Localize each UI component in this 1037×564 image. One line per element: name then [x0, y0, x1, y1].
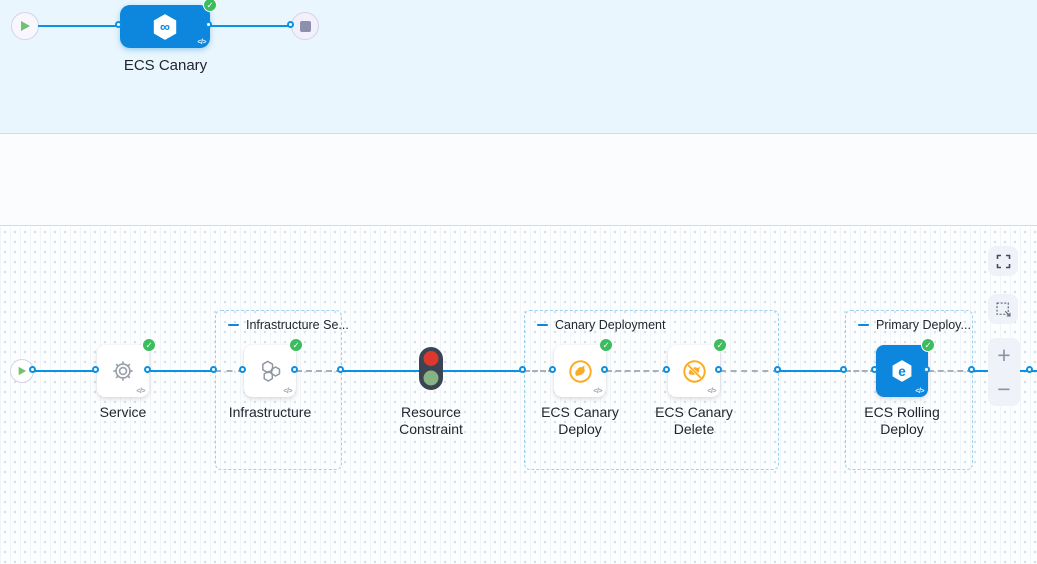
marquee-select-button[interactable] — [988, 294, 1018, 324]
node-label: Service — [99, 404, 147, 420]
code-icon: </> — [136, 388, 145, 395]
group-header-canary-deployment[interactable]: Canary Deployment — [537, 318, 665, 332]
group-canary-deployment: Canary Deployment — [524, 310, 779, 470]
gear-icon — [113, 361, 133, 381]
canary-bird-slash-icon — [682, 359, 706, 383]
code-icon: </> — [283, 388, 292, 395]
fullscreen-button[interactable] — [988, 246, 1018, 276]
success-check-icon: ✓ — [289, 338, 303, 352]
node-ecs-rolling-deploy[interactable]: e ✓ </> — [876, 338, 935, 397]
edge-connector — [290, 366, 298, 373]
success-check-icon: ✓ — [203, 0, 217, 12]
svg-text:∞: ∞ — [160, 18, 170, 34]
edge-connector — [143, 366, 151, 373]
group-label: Canary Deployment — [555, 318, 666, 332]
group-primary-deployment: Primary Deploy... — [845, 310, 973, 470]
zoom-in-button[interactable]: + — [997, 341, 1011, 368]
pipeline-start-node[interactable] — [11, 12, 39, 40]
success-check-icon: ✓ — [142, 338, 156, 352]
canary-bird-icon — [568, 359, 592, 383]
collapse-icon[interactable] — [537, 324, 548, 326]
collapse-icon[interactable] — [858, 324, 869, 326]
edge-connector — [922, 366, 930, 373]
edge-connector — [1026, 366, 1033, 373]
edge-connector — [870, 366, 878, 373]
edge-line — [779, 370, 845, 372]
node-label: ECS Rolling Deploy — [864, 404, 940, 437]
stage-node-ecs-canary[interactable]: ∞ ✓ </> — [120, 0, 217, 48]
edge-line-dashed — [720, 370, 779, 372]
execution-graph-strip: ∞ ✓ </> ECS Canary — [0, 0, 1037, 134]
play-icon — [18, 366, 27, 376]
edge-connector — [209, 366, 217, 373]
edge-connector — [91, 366, 99, 373]
node-label: Infrastructure — [228, 404, 312, 420]
group-infrastructure: Infrastructure Se... — [215, 310, 349, 470]
group-header-infrastructure[interactable]: Infrastructure Se... — [228, 318, 349, 332]
play-icon — [21, 21, 30, 31]
node-ecs-canary-delete[interactable]: ✓ </> — [668, 338, 727, 397]
stage-label: ECS Canary — [123, 57, 208, 74]
edge-connector — [662, 366, 670, 373]
ecs-swirl-icon: e — [892, 360, 912, 382]
code-icon: </> — [707, 388, 716, 395]
edge-line — [149, 370, 215, 372]
edge-line-dashed — [606, 370, 668, 372]
group-label: Primary Deploy... — [876, 318, 971, 332]
zoom-panel: + − — [988, 338, 1020, 406]
edge-line — [38, 25, 121, 27]
success-check-icon: ✓ — [713, 338, 727, 352]
harness-hexagon-infinity-icon: ∞ — [153, 13, 177, 40]
edge-line-dashed — [845, 370, 876, 372]
edge-connector — [518, 366, 526, 373]
edge-connector — [839, 366, 847, 373]
edge-line — [342, 370, 419, 372]
success-check-icon: ✓ — [921, 338, 935, 352]
edge-line-dashed — [296, 370, 342, 372]
edge-connector — [204, 21, 212, 28]
edge-connector — [28, 366, 36, 373]
edge-connector — [773, 366, 781, 373]
group-label: Infrastructure Se... — [246, 318, 349, 332]
execution-info-bar: ECS Canary Started at: 10/6/2022, 5:01:2… — [0, 134, 1037, 335]
fullscreen-icon — [996, 254, 1010, 268]
pipeline-end-node[interactable] — [291, 12, 319, 40]
node-service[interactable]: ✓ </> — [97, 338, 156, 397]
node-label: Resource Constraint — [399, 404, 463, 437]
node-label: ECS Canary Deploy — [541, 404, 619, 437]
edge-connector — [600, 366, 608, 373]
edge-connector — [714, 366, 722, 373]
edge-connector — [967, 366, 975, 373]
node-infrastructure[interactable]: ✓ </> — [244, 338, 303, 397]
stop-icon — [299, 20, 311, 32]
code-icon: </> — [593, 388, 602, 395]
collapse-icon[interactable] — [228, 324, 239, 326]
edge-line — [210, 25, 292, 27]
edge-connector — [336, 366, 344, 373]
edge-line-dashed — [215, 370, 244, 372]
zoom-out-button[interactable]: − — [997, 375, 1011, 402]
code-icon: </> — [197, 39, 206, 46]
success-check-icon: ✓ — [599, 338, 613, 352]
pipeline-canvas[interactable]: Infrastructure Se... Canary Deployment P… — [0, 227, 1037, 564]
edge-connector — [114, 21, 122, 28]
edge-line — [34, 370, 97, 372]
svg-text:e: e — [898, 364, 906, 379]
edge-connector — [286, 21, 294, 28]
edge-line — [443, 370, 524, 372]
edge-line-dashed — [524, 370, 554, 372]
traffic-light-icon — [419, 347, 443, 390]
edge-connector — [548, 366, 556, 373]
group-header-primary-deployment[interactable]: Primary Deploy... — [858, 318, 971, 332]
node-ecs-canary-deploy[interactable]: ✓ </> — [554, 338, 613, 397]
node-resource-constraint[interactable] — [419, 347, 443, 395]
edge-connector — [238, 366, 246, 373]
marquee-select-icon — [995, 301, 1011, 317]
node-label: ECS Canary Delete — [655, 404, 733, 437]
hexagon-cluster-icon — [261, 360, 280, 382]
edge-line-dashed — [928, 370, 973, 372]
code-icon: </> — [915, 388, 924, 395]
